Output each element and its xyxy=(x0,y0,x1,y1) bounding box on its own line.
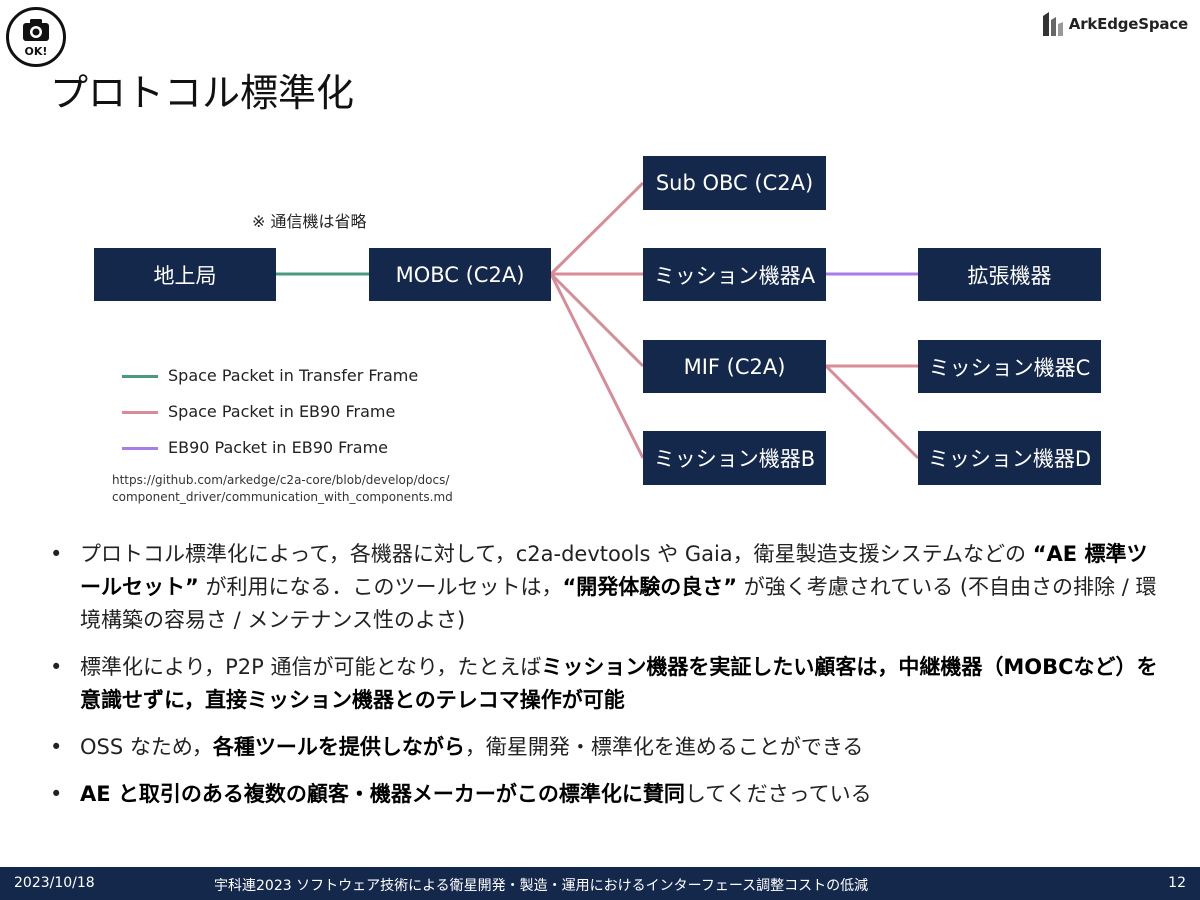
legend-label-eb90-frame: Space Packet in EB90 Frame xyxy=(168,402,396,421)
source-url-line-1: https://github.com/arkedge/c2a-core/blob… xyxy=(112,473,450,487)
node-mif: MIF (C2A) xyxy=(643,340,826,393)
camera-ok-badge: OK! xyxy=(6,7,66,67)
page-number: 12 xyxy=(1168,875,1186,891)
node-ground-station: 地上局 xyxy=(94,248,276,301)
link-mif-mission-d xyxy=(824,364,920,460)
node-sub-obc: Sub OBC (C2A) xyxy=(643,156,826,210)
legend-swatch-pink xyxy=(122,411,158,414)
node-mission-c: ミッション機器C xyxy=(918,340,1101,393)
footer-bar: 2023/10/18 宇科連2023 ソフトウェア技術による衛星開発・製造・運用… xyxy=(0,867,1200,900)
bullet-emphasis: “AE 標準ツールセット” xyxy=(80,542,1148,599)
footer-date: 2023/10/18 xyxy=(14,875,95,891)
connection-lines xyxy=(276,181,920,460)
node-mission-b: ミッション機器B xyxy=(643,431,826,485)
bullet-text: プロトコル標準化によって，各機器に対して，c2a-devtools や Gaia… xyxy=(80,542,1033,566)
protocol-diagram: 地上局 MOBC (C2A) Sub OBC (C2A) ミッション機器A 拡張… xyxy=(94,156,1101,506)
link-mobc-mif xyxy=(549,272,645,368)
camera-icon xyxy=(23,19,49,41)
bullet-text: が利用になる．このツールセットは， xyxy=(198,575,563,599)
page-title: プロトコル標準化 xyxy=(50,71,355,115)
link-mobc-sub-obc xyxy=(549,181,645,276)
bullet-item: • AE と取引のある複数の顧客・機器メーカーがこの標準化に賛同してくださっている xyxy=(44,778,1164,811)
bullet-marker: • xyxy=(50,542,63,566)
bullet-marker: • xyxy=(50,655,63,679)
bullet-text: してくださっている xyxy=(684,782,872,806)
bullet-marker: • xyxy=(50,735,63,759)
legend-swatch-purple xyxy=(122,447,158,450)
bullet-text: 標準化により，P2P 通信が可能となり，たとえば xyxy=(80,655,542,679)
diagram-note: ※ 通信機は省略 xyxy=(252,212,367,231)
bullet-emphasis: ミッション機器を実証したい顧客は，中継機器（MOBCなど）を意識せずに，直接ミッ… xyxy=(80,655,1158,712)
bullet-marker: • xyxy=(50,782,63,806)
bullet-text: ，衛星開発・標準化を進めることができる xyxy=(464,735,864,759)
bullet-emphasis: AE と取引のある複数の顧客・機器メーカーがこの標準化に賛同 xyxy=(80,782,685,806)
bullet-text: OSS なため， xyxy=(80,735,213,759)
bullet-text: が強く考慮されている (不自由さの排除 / 環境構築の容易さ / メンテナンス性… xyxy=(80,575,1157,632)
arkedge-logo-icon xyxy=(1042,12,1063,36)
logo-text: ArkEdgeSpace xyxy=(1068,15,1188,33)
link-mobc-mission-b xyxy=(549,273,645,459)
node-mission-a: ミッション機器A xyxy=(643,248,826,301)
legend-swatch-green xyxy=(122,375,158,378)
footer-title: 宇科連2023 ソフトウェア技術による衛星開発・製造・運用におけるインターフェー… xyxy=(214,878,869,894)
bullet-item: • プロトコル標準化によって，各機器に対して，c2a-devtools や Gai… xyxy=(44,538,1164,637)
bullet-emphasis: 各種ツールを提供しながら xyxy=(212,735,465,759)
source-url-line-2: component_driver/communication_with_comp… xyxy=(112,490,453,504)
node-mission-d: ミッション機器D xyxy=(918,431,1101,485)
company-logo: ArkEdgeSpace xyxy=(1041,8,1188,40)
node-mobc: MOBC (C2A) xyxy=(369,248,551,301)
badge-text: OK! xyxy=(24,45,48,58)
legend-label-transfer-frame: Space Packet in Transfer Frame xyxy=(168,366,419,385)
bullet-item: • OSS なため，各種ツールを提供しながら，衛星開発・標準化を進めることができる xyxy=(44,731,1164,764)
node-extension: 拡張機器 xyxy=(918,248,1101,301)
source-url: https://github.com/arkedge/c2a-core/blob… xyxy=(112,472,453,506)
bullet-list: • プロトコル標準化によって，各機器に対して，c2a-devtools や Gai… xyxy=(44,538,1164,825)
bullet-item: • 標準化により，P2P 通信が可能となり，たとえばミッション機器を実証したい顧客… xyxy=(44,651,1164,717)
bullet-emphasis: “開発体験の良さ” xyxy=(562,575,738,599)
legend-label-eb90-packet: EB90 Packet in EB90 Frame xyxy=(168,438,389,457)
